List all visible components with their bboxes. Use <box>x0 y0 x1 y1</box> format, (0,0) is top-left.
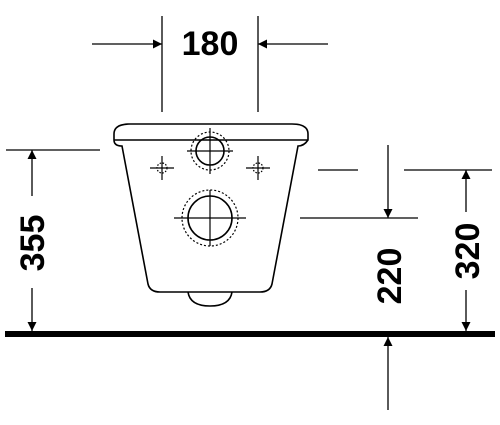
waste-outlet <box>174 189 246 247</box>
toilet-bowl <box>113 123 309 307</box>
dimension-label-320: 320 <box>449 223 487 280</box>
floor-line <box>5 331 495 337</box>
dimension-label-355: 355 <box>14 215 52 272</box>
dimension-height-right <box>404 169 492 331</box>
dimension-label-220: 220 <box>371 248 409 305</box>
dimension-label-width: 180 <box>182 25 239 63</box>
fixing-hole-right <box>246 156 270 180</box>
flush-inlet-top <box>187 128 233 174</box>
fixing-hole-left <box>150 156 174 180</box>
bowl-trap <box>187 291 233 307</box>
dimension-height-inlet <box>300 145 418 410</box>
dimension-width-top <box>92 16 328 112</box>
bowl-outline <box>113 123 309 293</box>
dimension-height-left <box>6 149 100 331</box>
